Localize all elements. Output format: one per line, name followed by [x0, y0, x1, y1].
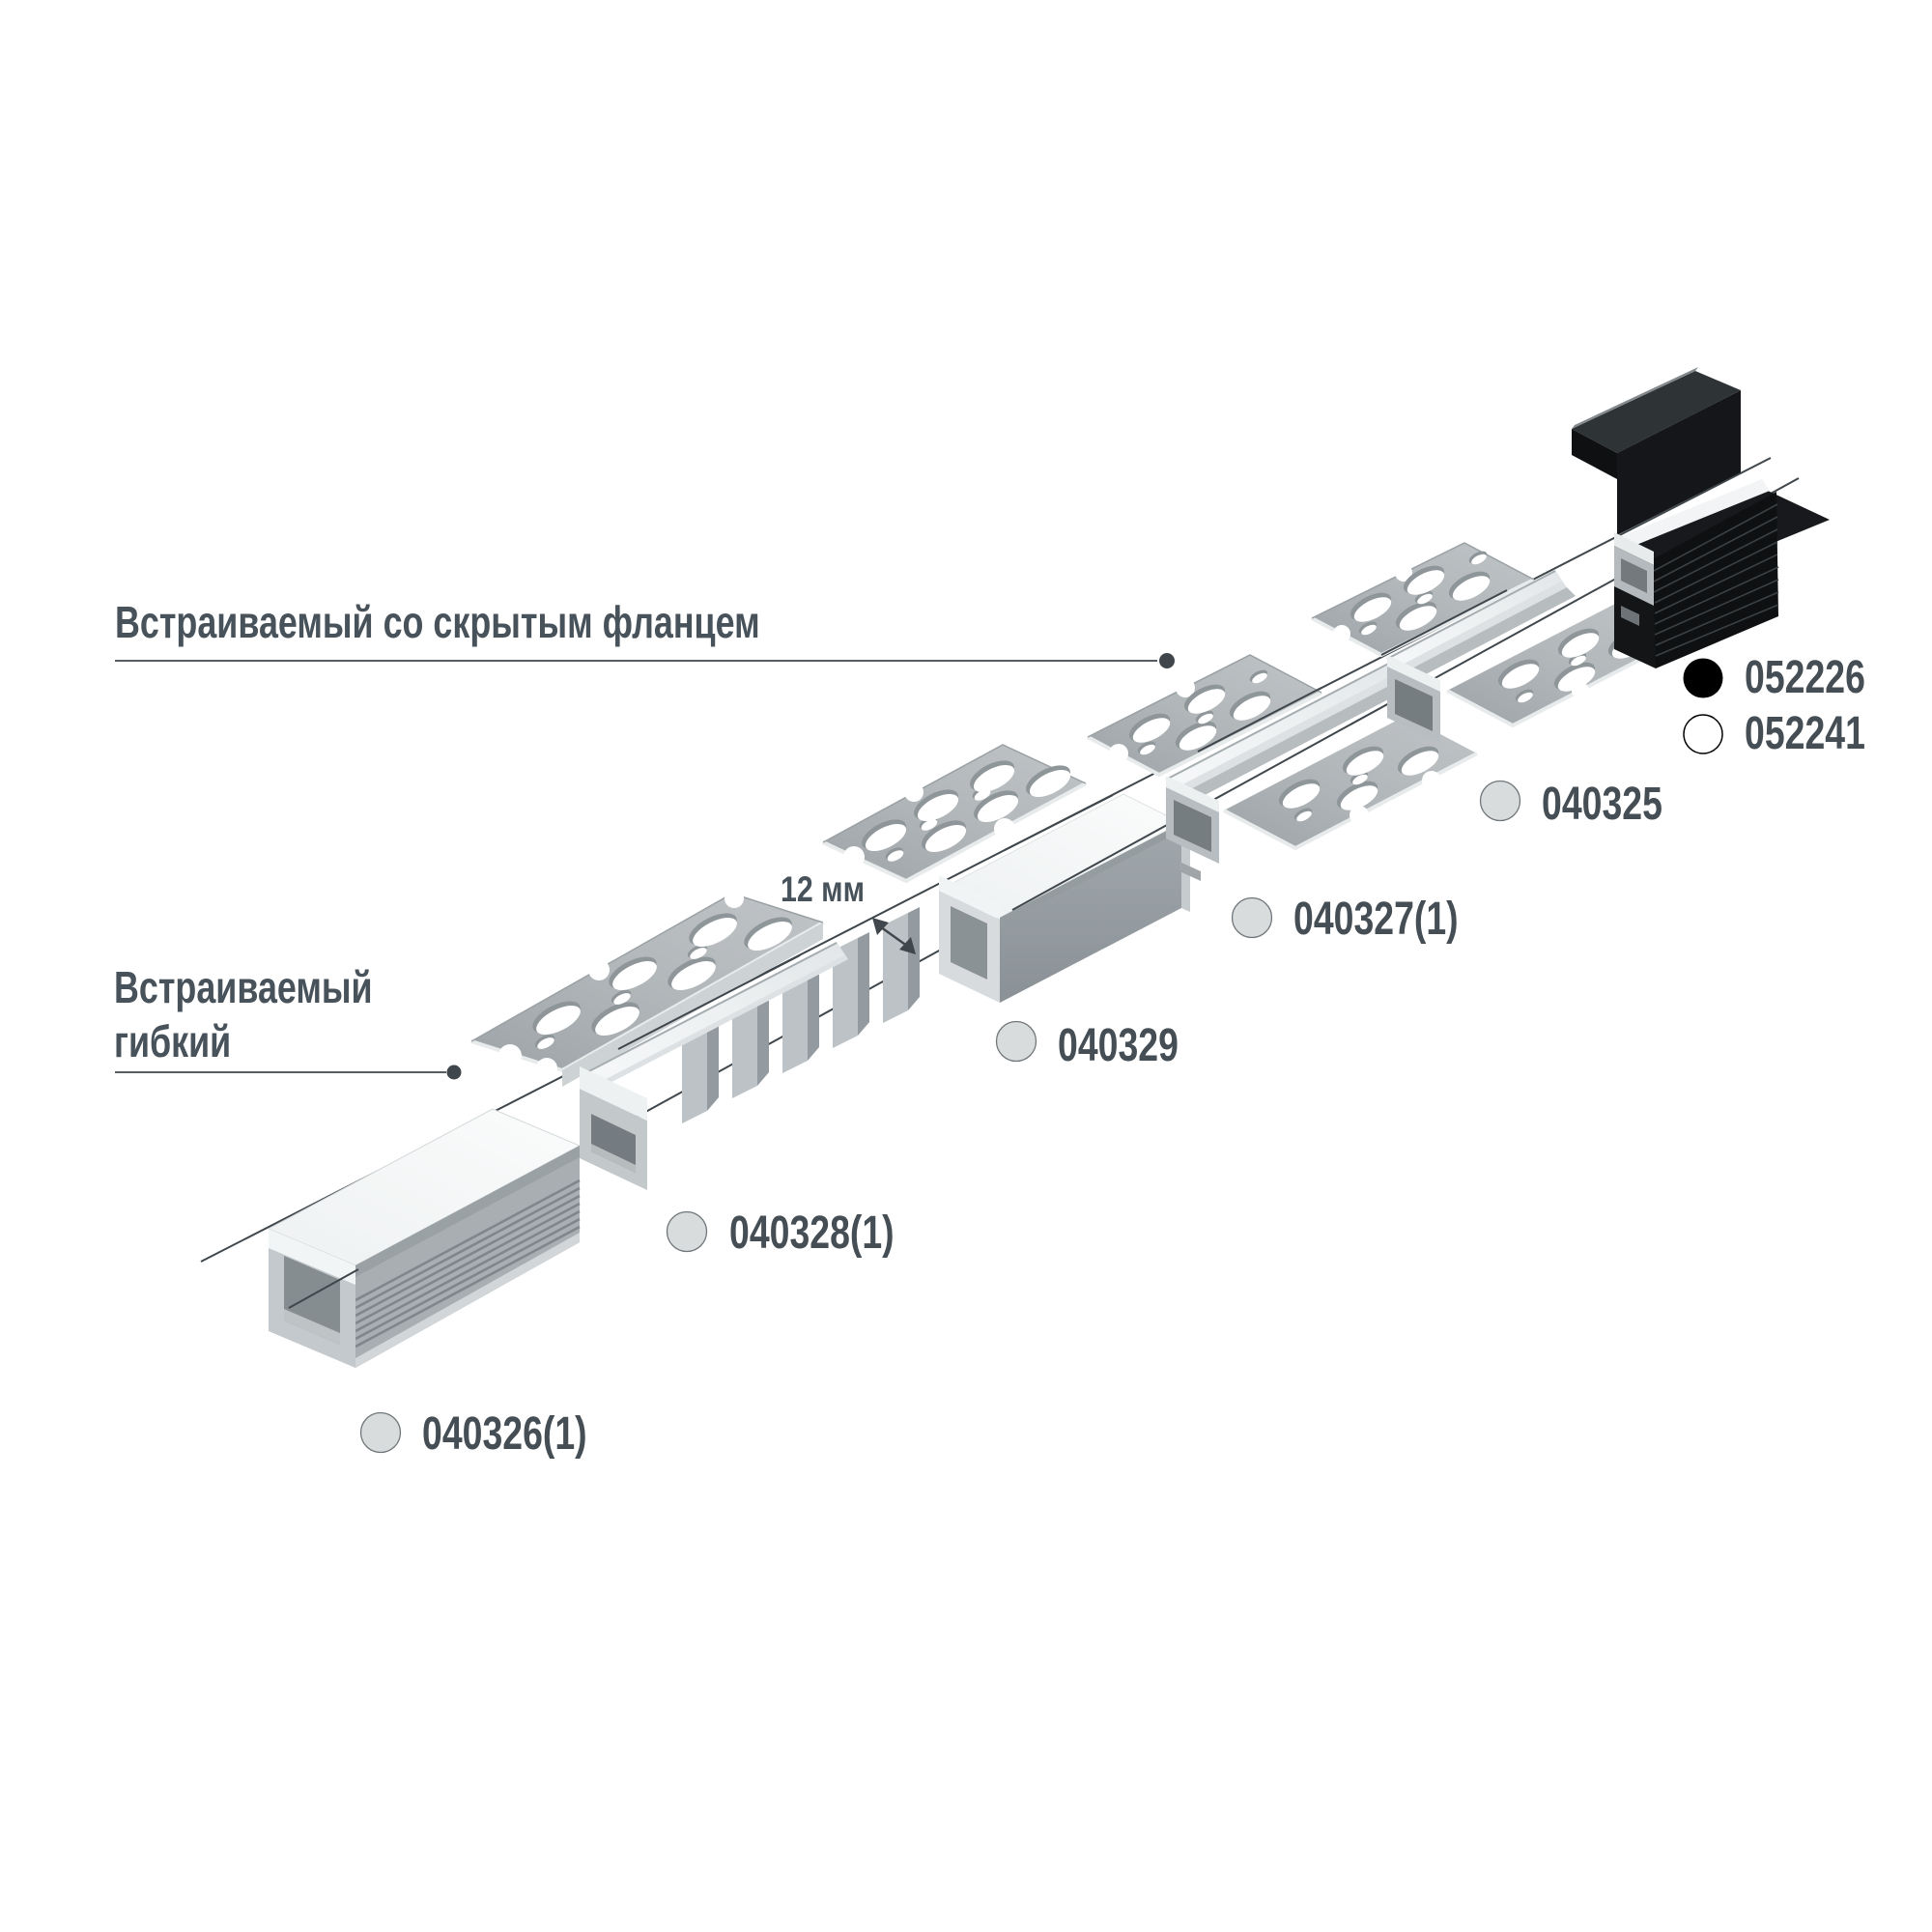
svg-text:040327(1): 040327(1): [1293, 894, 1459, 946]
svg-text:040326(1): 040326(1): [422, 1408, 587, 1461]
svg-text:040328(1): 040328(1): [729, 1208, 895, 1260]
svg-text:Встраиваемый со скрытым фланце: Встраиваемый со скрытым фланцем: [115, 598, 760, 647]
svg-text:052226: 052226: [1745, 652, 1865, 704]
svg-text:Встраиваемый: Встраиваемый: [114, 963, 373, 1012]
svg-text:040329: 040329: [1058, 1020, 1179, 1072]
svg-text:гибкий: гибкий: [114, 1017, 231, 1066]
svg-text:040325: 040325: [1542, 779, 1662, 831]
svg-text:12 мм: 12 мм: [781, 869, 865, 910]
svg-text:052241: 052241: [1745, 708, 1865, 760]
